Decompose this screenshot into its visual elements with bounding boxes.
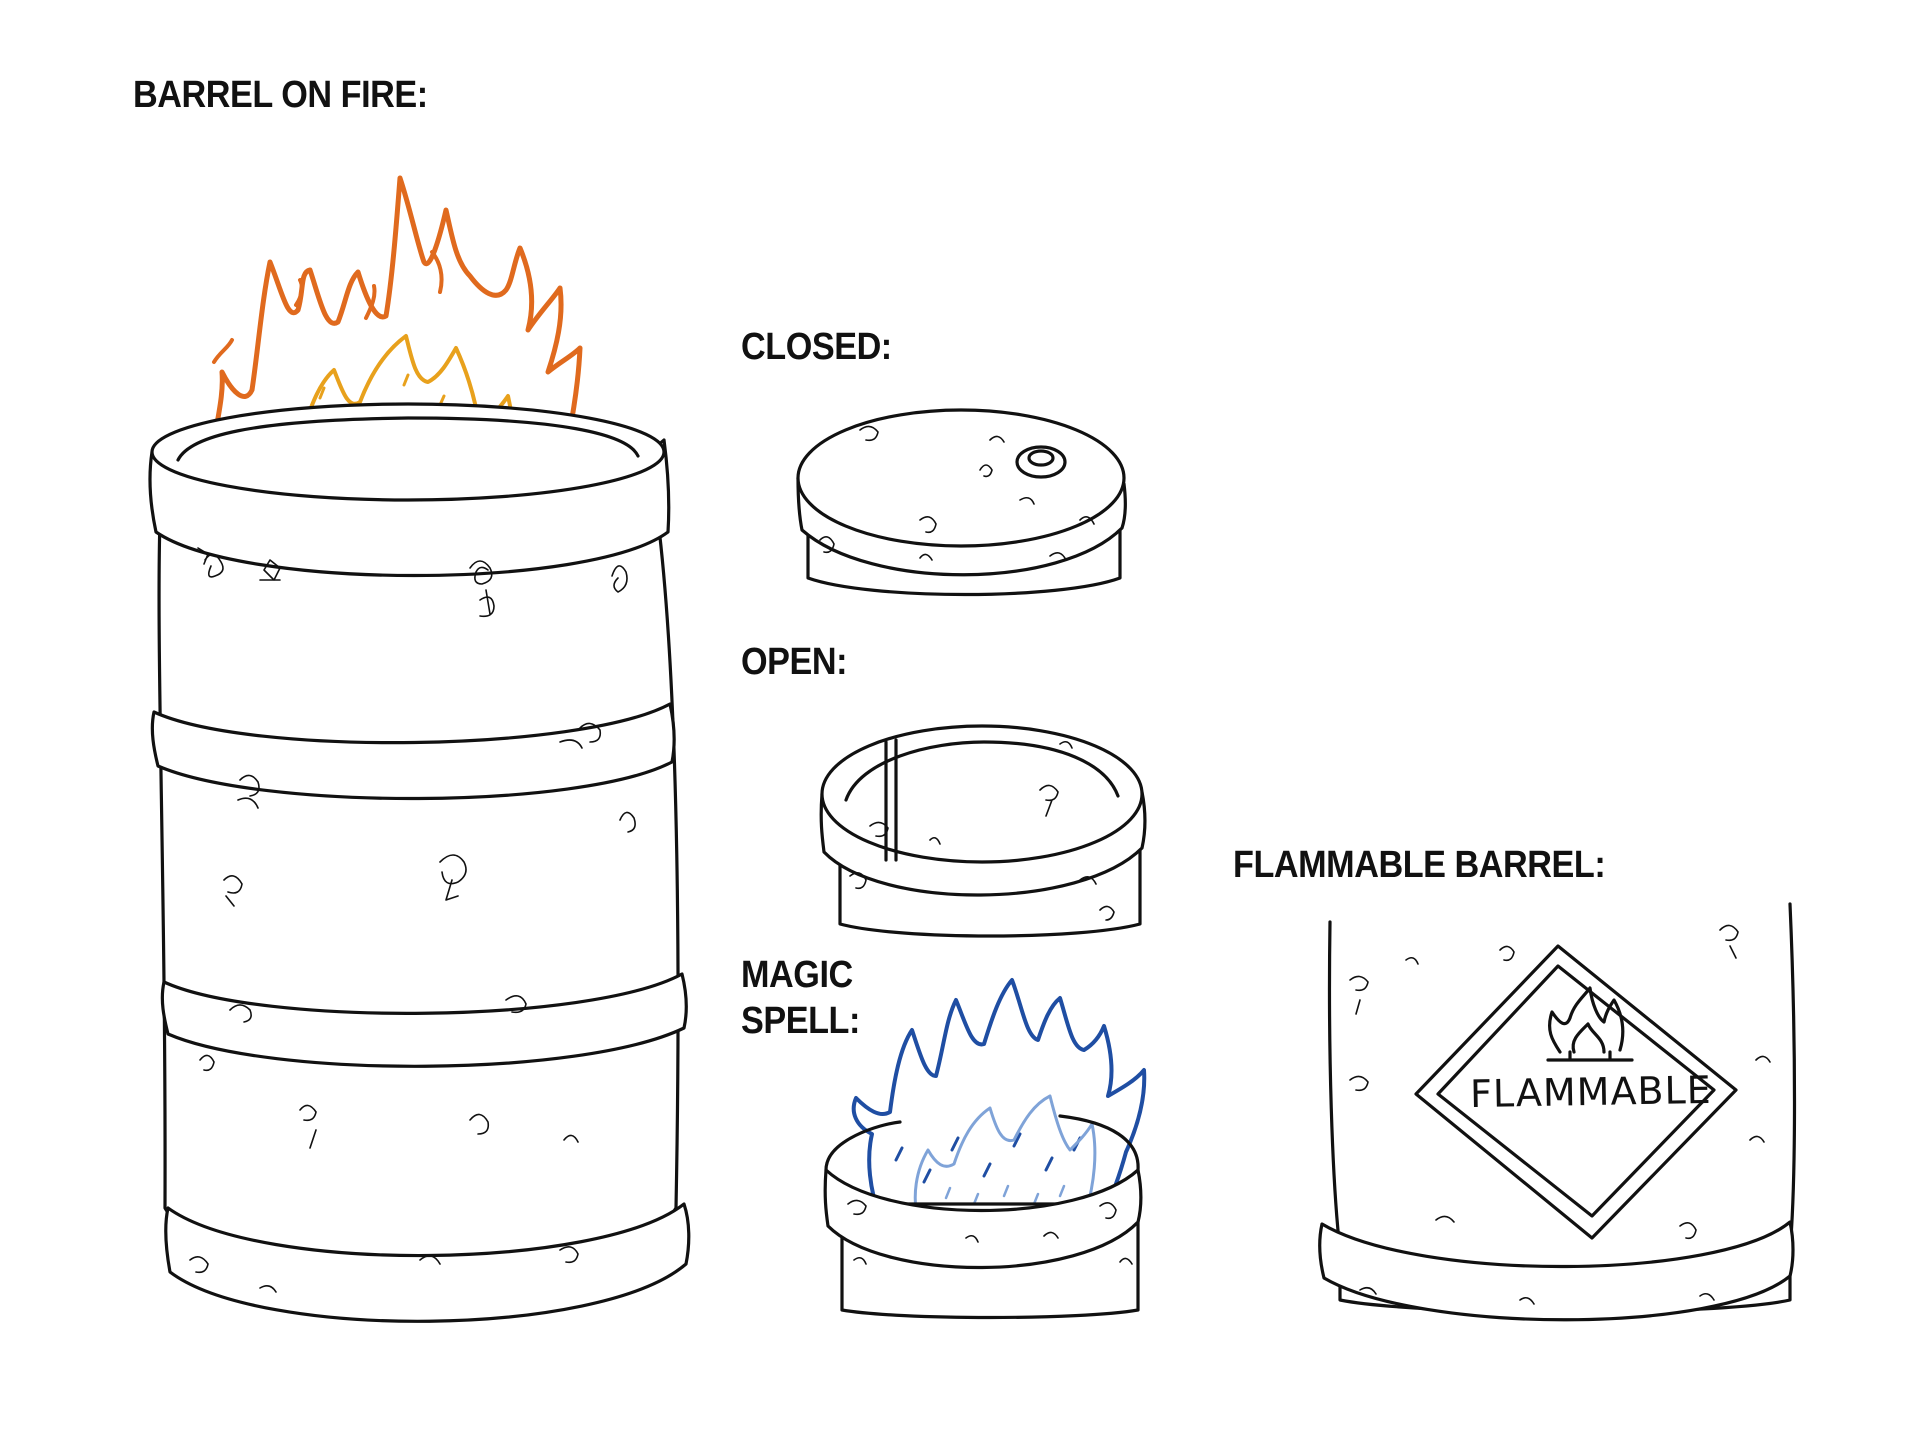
barrel-on-fire [148, 175, 691, 1323]
label-closed: CLOSED: [741, 326, 892, 368]
flammable-sign-text: FLAMMABLE [1469, 1067, 1713, 1117]
blue-magic-fire-icon [851, 978, 1147, 1222]
label-flammable-barrel: FLAMMABLE BARREL: [1233, 844, 1606, 886]
label-magic-spell-line2: SPELL: [741, 1000, 860, 1042]
sign-flame-icon [1546, 986, 1634, 1062]
barrel-open [819, 724, 1147, 938]
label-barrel-on-fire: BARREL ON FIRE: [133, 74, 428, 116]
orange-fire-icon [209, 175, 583, 502]
label-magic-spell-line1: MAGIC [741, 954, 853, 996]
label-magic-spell: MAGIC SPELL: [741, 952, 860, 1044]
barrel-magic-spell [823, 978, 1147, 1320]
barrel-closed [796, 408, 1127, 597]
label-open: OPEN: [741, 641, 848, 683]
